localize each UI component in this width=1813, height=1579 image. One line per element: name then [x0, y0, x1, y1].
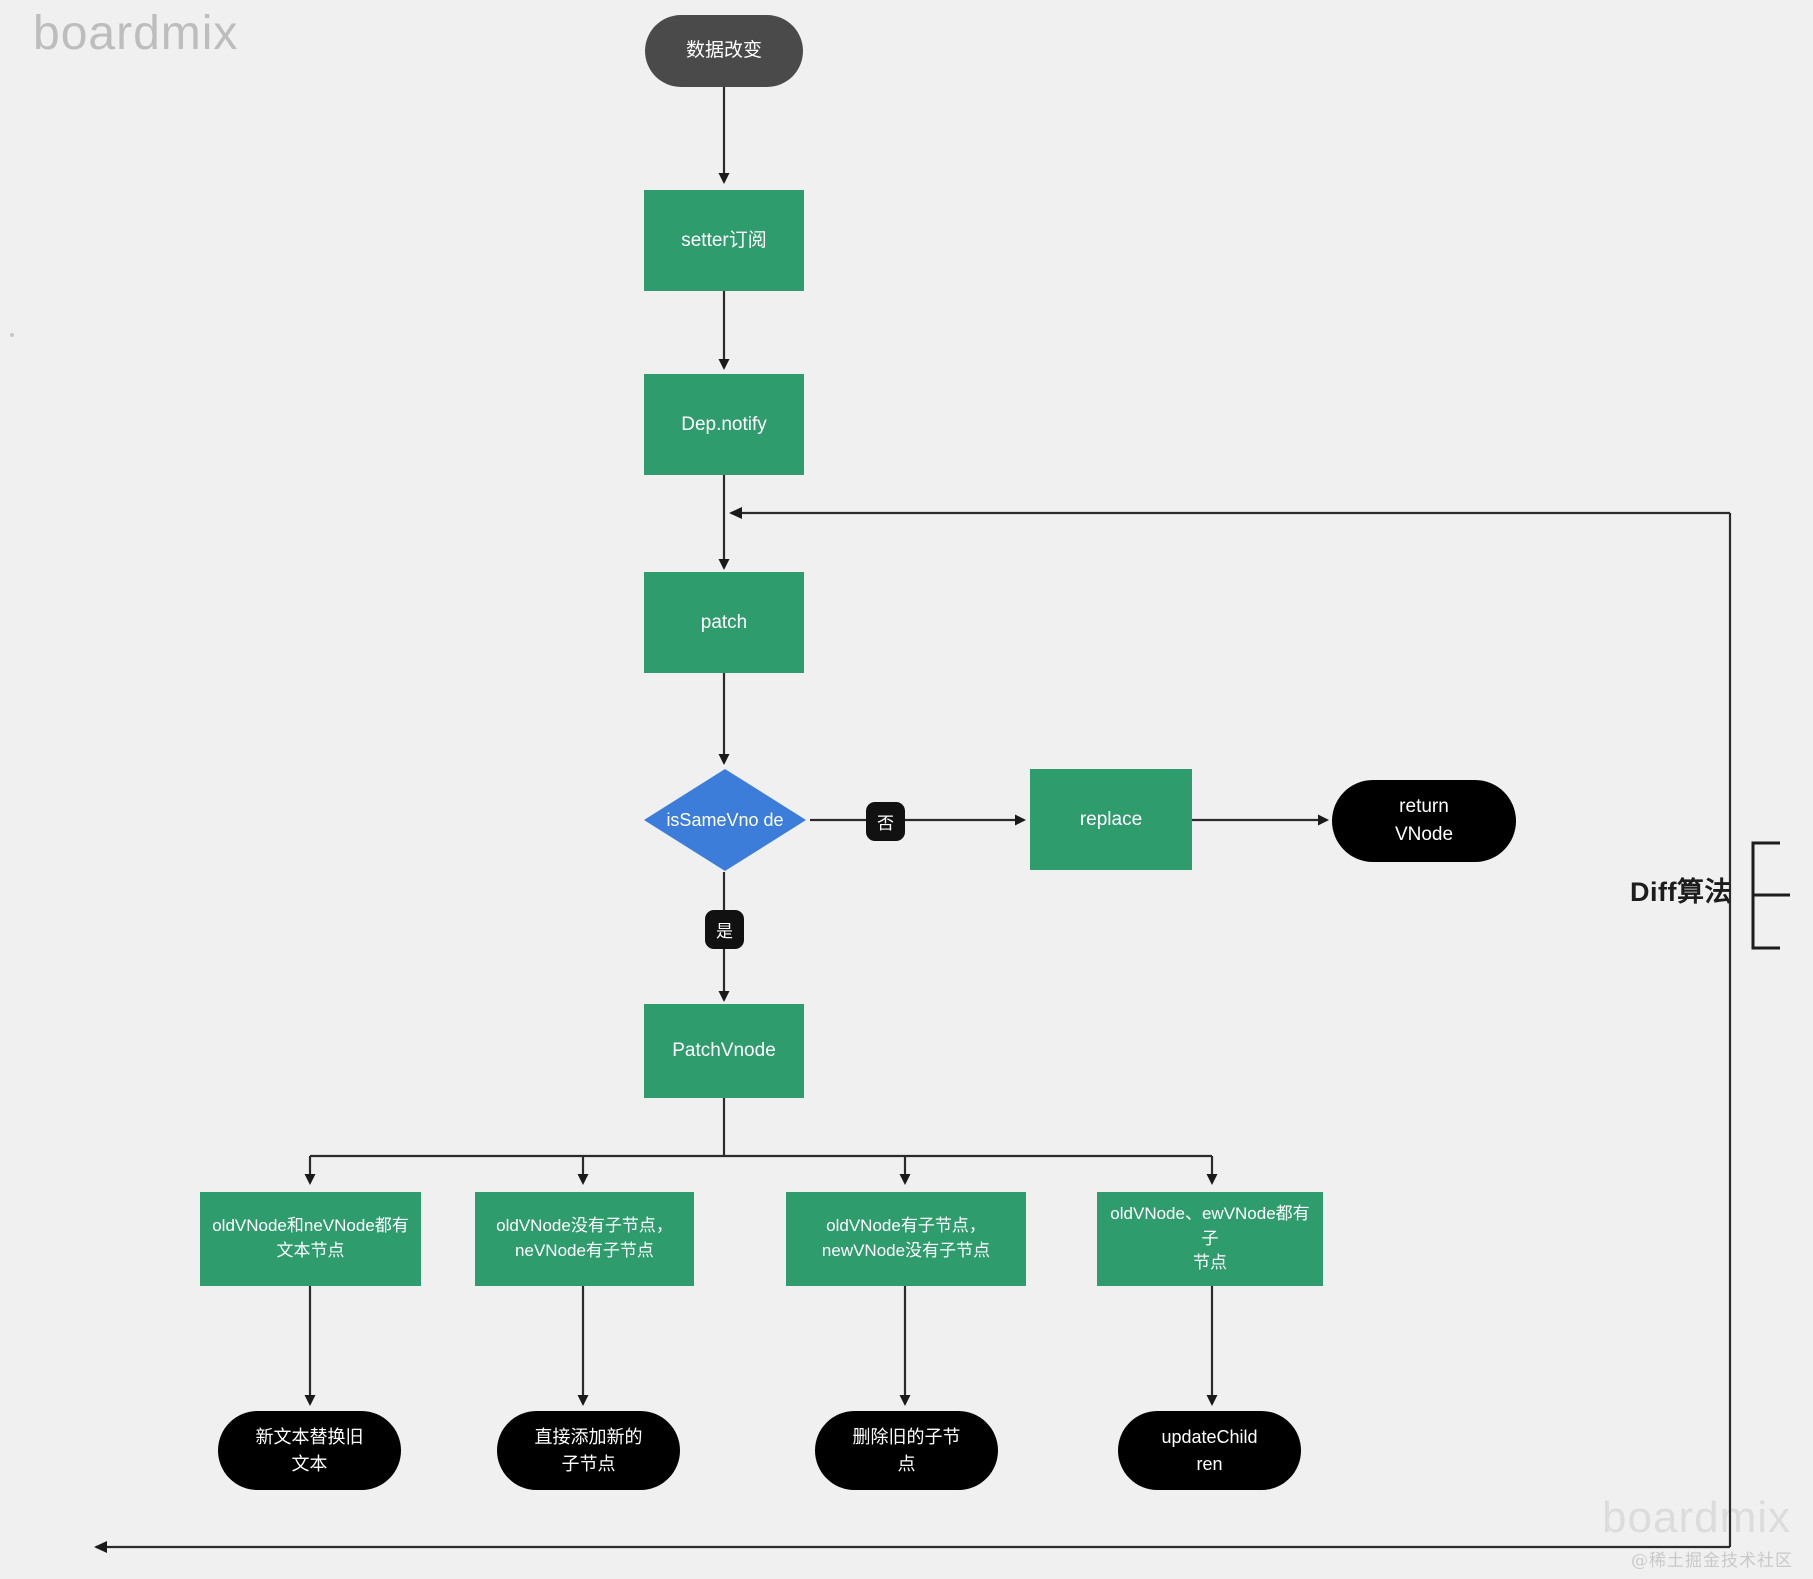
node-setter[interactable]: setter订阅 [644, 190, 804, 291]
node-case-2-line-0: oldVNode没有子节点， [496, 1216, 673, 1236]
node-result-2-line-0: 直接添加新的 [534, 1427, 643, 1448]
node-result-3-line-0: 删除旧的子节 [852, 1427, 961, 1448]
node-case-2-line-1: neVNode有子节点 [515, 1241, 654, 1260]
node-result-3-line-1: 点 [897, 1453, 916, 1474]
node-return-vnode-line-0: return [1399, 796, 1449, 818]
node-case-1[interactable]: oldVNode和neVNode都有 文本节点 [200, 1192, 421, 1286]
node-patch-line-0: patch [700, 611, 748, 633]
edge-label-no: 否 [866, 802, 905, 841]
node-patch-vnode[interactable]: PatchVnode [644, 1004, 804, 1098]
node-result-3[interactable]: 删除旧的子节 点 [815, 1411, 998, 1490]
node-replace-line-0: replace [1079, 808, 1143, 830]
node-start-line-0: 数据改变 [685, 40, 762, 62]
node-dep-notify[interactable]: Dep.notify [644, 374, 804, 475]
node-result-1-line-1: 文本 [291, 1453, 328, 1474]
node-is-same-vnode-line-0: isSameVno [666, 809, 759, 830]
node-result-1-line-0: 新文本替换旧 [255, 1427, 364, 1448]
node-result-4-line-1: ren [1196, 1453, 1223, 1474]
node-is-same-vnode[interactable]: isSameVno de [644, 769, 806, 871]
stray-dot [10, 333, 14, 337]
node-result-1[interactable]: 新文本替换旧 文本 [218, 1411, 401, 1490]
node-replace[interactable]: replace [1030, 769, 1192, 870]
node-is-same-vnode-label: isSameVno de [644, 769, 806, 871]
node-result-2-line-1: 子节点 [561, 1453, 616, 1474]
node-dep-notify-line-0: Dep.notify [681, 413, 767, 435]
node-return-vnode-line-1: VNode [1394, 824, 1454, 845]
node-case-4[interactable]: oldVNode、ewVNode都有子 节点 [1097, 1192, 1323, 1286]
node-case-1-line-0: oldVNode和neVNode都有 [212, 1216, 409, 1236]
node-result-4[interactable]: updateChild ren [1118, 1411, 1301, 1490]
node-result-4-line-0: updateChild [1161, 1427, 1258, 1448]
node-case-3-line-0: oldVNode有子节点， [826, 1216, 986, 1236]
node-case-3[interactable]: oldVNode有子节点， newVNode没有子节点 [786, 1192, 1026, 1286]
boardmix-watermark-top: boardmix [33, 7, 239, 60]
diff-algorithm-label: Diff算法 [1630, 877, 1732, 907]
node-start[interactable]: 数据改变 [645, 15, 803, 87]
node-result-2[interactable]: 直接添加新的 子节点 [497, 1411, 680, 1490]
node-setter-line-0: setter订阅 [681, 229, 767, 251]
node-patch[interactable]: patch [644, 572, 804, 673]
edge-label-yes: 是 [705, 910, 744, 949]
boardmix-watermark-bottom: boardmix [1602, 1493, 1791, 1542]
node-is-same-vnode-line-1: de [763, 809, 784, 830]
node-patch-vnode-line-0: PatchVnode [672, 1040, 776, 1062]
credit-watermark: @稀土掘金技术社区 [1631, 1551, 1793, 1571]
node-case-3-line-1: newVNode没有子节点 [821, 1241, 991, 1260]
node-case-1-line-1: 文本节点 [276, 1241, 345, 1260]
node-return-vnode[interactable]: return VNode [1332, 780, 1516, 862]
node-case-2[interactable]: oldVNode没有子节点， neVNode有子节点 [475, 1192, 694, 1286]
node-case-4-line-1: 节点 [1193, 1253, 1227, 1273]
node-case-4-line-0: oldVNode、ewVNode都有子 [1110, 1204, 1310, 1248]
diff-bracket [1751, 841, 1790, 950]
